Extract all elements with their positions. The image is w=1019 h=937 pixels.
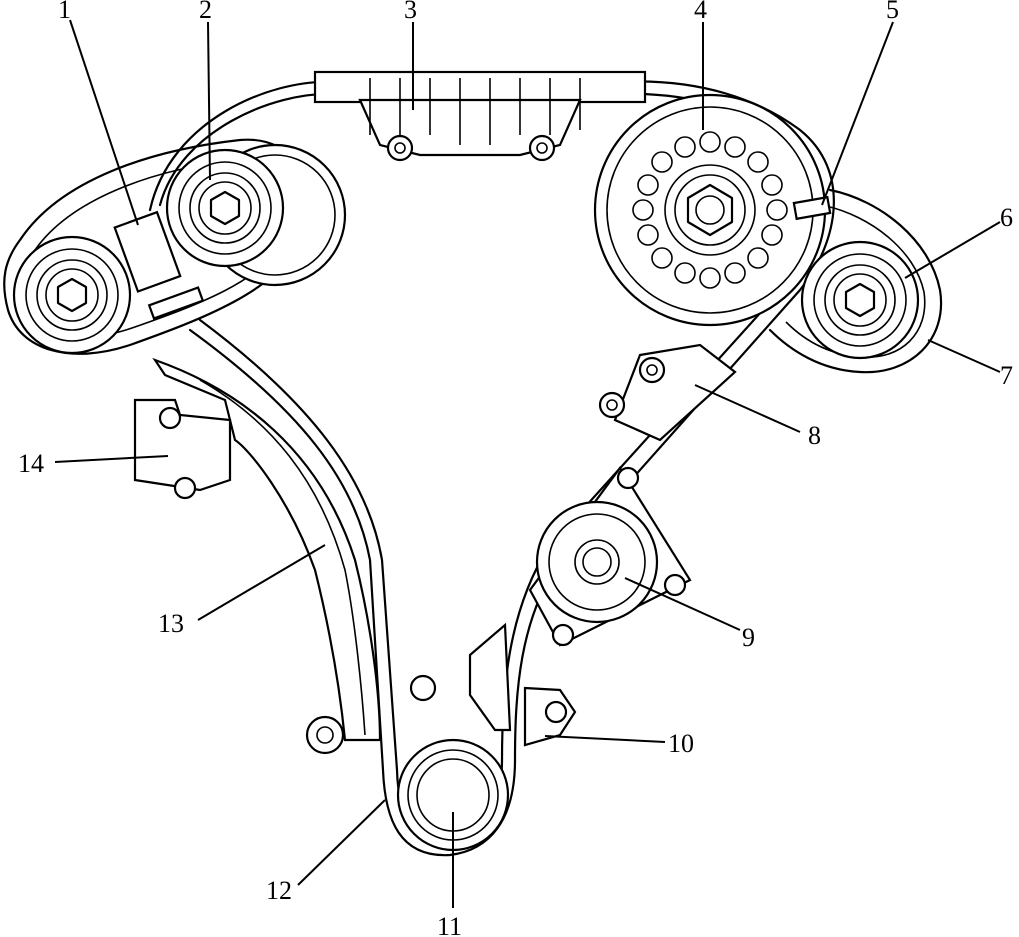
sprocket-holes [632,131,788,289]
label-3: 3 [404,0,417,24]
leader-lines [54,19,1001,908]
right-exhaust-sprocket [800,240,920,360]
label-13: 13 [158,609,184,638]
label-5: 5 [886,0,899,24]
right-secondary-chain [768,188,943,374]
callout-labels: 1 2 3 4 5 6 7 8 9 10 11 12 13 14 [18,0,1013,937]
right-upper-guide [598,343,737,442]
label-8: 8 [808,421,821,450]
left-intake-sprocket [165,148,285,268]
label-1: 1 [58,0,71,24]
label-11: 11 [437,912,462,937]
tensioner-arm [152,357,382,755]
idler-sprocket [528,466,692,647]
chain-tensioner [133,398,232,500]
right-secondary-tensioner [792,195,832,221]
label-2: 2 [199,0,212,24]
label-4: 4 [694,0,707,24]
label-12: 12 [266,876,292,905]
label-14: 14 [18,449,44,478]
right-camshaft-sprocket [593,93,827,327]
lower-right-guide [468,622,577,747]
left-exhaust-sprocket [12,235,132,355]
label-9: 9 [742,623,755,652]
label-10: 10 [668,729,694,758]
crankshaft-sprocket [396,674,510,852]
label-6: 6 [1000,203,1013,232]
label-7: 7 [1000,361,1013,390]
upper-chain-guide [313,70,647,162]
